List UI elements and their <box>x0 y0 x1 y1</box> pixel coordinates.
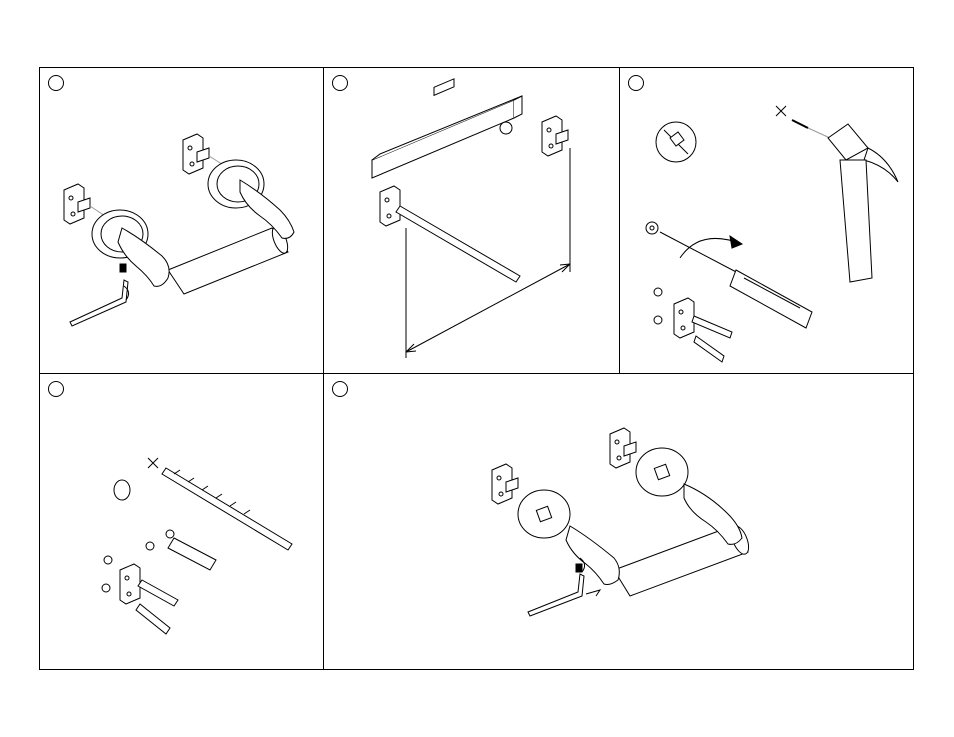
hex-key-tighten-illustration <box>40 68 326 376</box>
level-measure-illustration <box>324 68 622 376</box>
paper-roller <box>168 225 291 294</box>
drill-anchor-illustration <box>40 374 326 671</box>
final-assembly-illustration <box>324 374 915 671</box>
mounting-bracket-left <box>380 186 400 226</box>
wall-screw-icon <box>136 580 178 634</box>
hex-key-icon <box>70 280 128 326</box>
step-panel-3 <box>619 67 914 375</box>
step-panel-5 <box>323 373 914 670</box>
mounting-bracket-right <box>610 428 636 468</box>
mounting-bracket-left <box>492 464 518 504</box>
step-panel-1 <box>39 67 325 375</box>
mounting-bracket-left <box>64 184 90 224</box>
hammer-icon <box>828 124 898 282</box>
stud-finder-icon <box>656 122 696 162</box>
mounting-bracket <box>120 564 140 604</box>
step-panel-2 <box>323 67 621 375</box>
hex-key-icon <box>528 574 600 616</box>
wall-anchor-icon <box>166 530 216 570</box>
stud-mount-illustration <box>620 68 915 376</box>
nail-icon <box>792 120 830 138</box>
mounting-bracket-right <box>542 116 568 156</box>
spirit-level-icon <box>372 79 522 178</box>
step-panel-4 <box>39 373 325 670</box>
mounting-bracket <box>674 298 694 338</box>
mounting-bracket-right <box>183 134 209 174</box>
wood-screw-icon <box>692 316 732 362</box>
rotate-arrow-icon <box>680 236 742 258</box>
drill-bit-icon <box>162 468 292 550</box>
